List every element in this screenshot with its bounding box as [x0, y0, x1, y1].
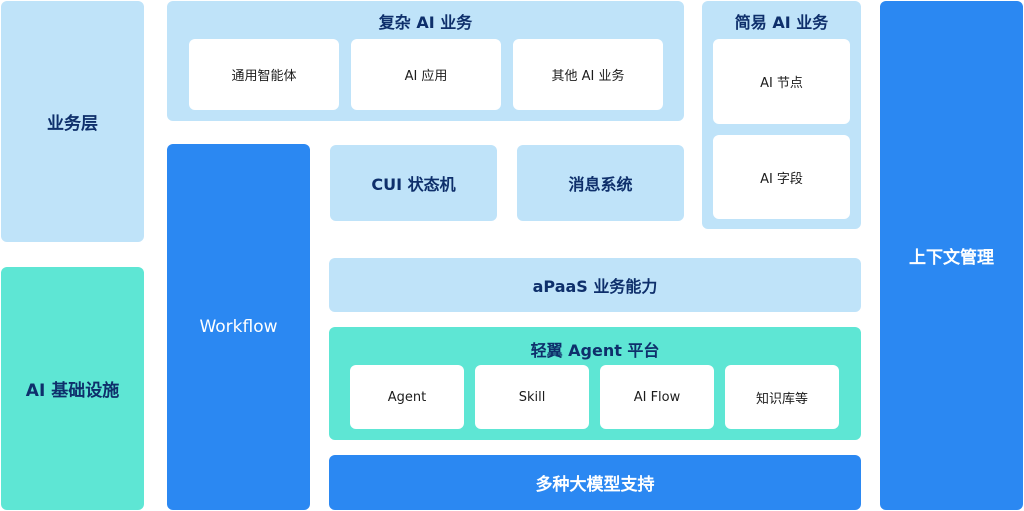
ai-infra-panel: AI 基础设施 — [1, 267, 144, 510]
context-management-panel: 上下文管理 — [880, 1, 1023, 510]
workflow-label: Workflow — [199, 317, 278, 337]
ai-infra-label: AI 基础设施 — [25, 381, 120, 401]
simple-ai-item-label: AI 节点 — [760, 76, 803, 91]
message-system-box: 消息系统 — [517, 145, 684, 221]
message-system-label: 消息系统 — [568, 175, 633, 194]
simple-ai-item-label: AI 字段 — [760, 171, 803, 187]
context-management-label: 上下文管理 — [909, 248, 994, 268]
complex-ai-item: AI 应用 — [351, 39, 501, 110]
complex-ai-item: 其他 AI 业务 — [513, 39, 663, 110]
agent-platform-item: 知识库等 — [725, 365, 839, 429]
agent-platform-item-label: Skill — [518, 389, 546, 405]
complex-ai-title: 复杂 AI 业务 — [378, 13, 473, 32]
complex-ai-item-label: AI 应用 — [404, 69, 448, 84]
complex-ai-item-label: 通用智能体 — [231, 69, 297, 84]
workflow-panel: Workflow — [167, 144, 310, 510]
agent-platform-item-label: Agent — [387, 389, 427, 405]
apaas-label: aPaaS 业务能力 — [532, 277, 658, 296]
agent-platform-item-label: AI Flow — [633, 389, 681, 405]
agent-platform-item-label: 知识库等 — [755, 391, 808, 407]
business-layer-panel: 业务层 — [1, 1, 144, 242]
complex-ai-group: 复杂 AI 业务 通用智能体 AI 应用 其他 AI 业务 — [167, 1, 684, 121]
agent-platform-item: Skill — [475, 365, 589, 429]
agent-platform-title: 轻翼 Agent 平台 — [530, 341, 660, 360]
agent-platform-item: AI Flow — [600, 365, 714, 429]
simple-ai-item: AI 字段 — [713, 135, 850, 219]
complex-ai-item: 通用智能体 — [189, 39, 339, 110]
agent-platform-group: 轻翼 Agent 平台 Agent Skill AI Flow 知识库等 — [329, 327, 861, 440]
business-layer-label: 业务层 — [47, 114, 98, 134]
apaas-bar: aPaaS 业务能力 — [329, 258, 861, 312]
simple-ai-title: 简易 AI 业务 — [734, 13, 829, 32]
multi-model-bar: 多种大模型支持 — [329, 455, 861, 510]
cui-state-machine-label: CUI 状态机 — [371, 175, 456, 194]
multi-model-label: 多种大模型支持 — [535, 475, 655, 495]
agent-platform-item: Agent — [350, 365, 464, 429]
simple-ai-group: 简易 AI 业务 AI 节点 AI 字段 — [702, 1, 861, 229]
complex-ai-item-label: 其他 AI 业务 — [551, 69, 625, 84]
cui-state-machine-box: CUI 状态机 — [330, 145, 497, 221]
simple-ai-item: AI 节点 — [713, 39, 850, 124]
